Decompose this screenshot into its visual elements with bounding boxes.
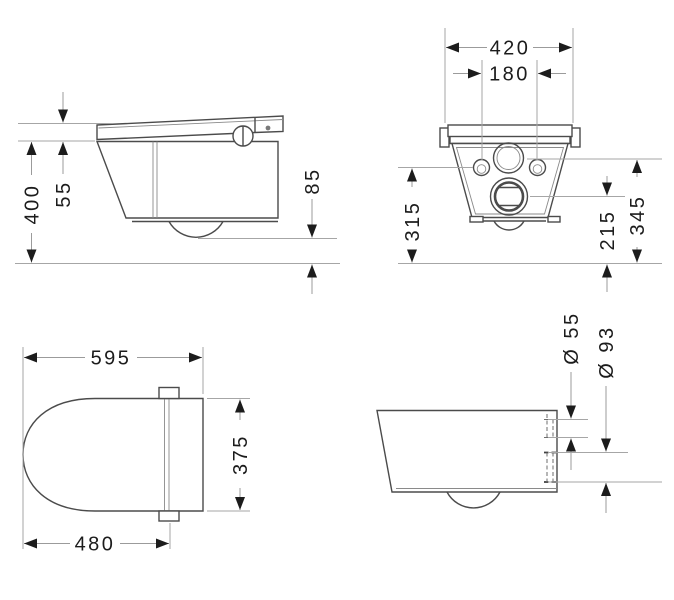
- dim-label-overall-width: 420: [490, 38, 531, 60]
- dim-label-top-width: 375: [230, 434, 252, 475]
- dim-label-inlet-diameter: Ø 55: [561, 311, 583, 364]
- toilet-side-outline: [95, 115, 284, 238]
- inlet-pipe-dashed-vertical: [546, 414, 554, 440]
- dim-label-outlet-diameter: Ø 93: [596, 325, 618, 378]
- fixing-hole-right-inner: [532, 164, 543, 174]
- water-inlet-circle: [492, 142, 525, 174]
- dim-label-seat-front-depth: 480: [75, 534, 116, 556]
- trap-arc-plain: [446, 491, 501, 509]
- connection-dimensions: Ø 55 Ø 93: [548, 311, 662, 513]
- dim-label-trap-clearance: 85: [302, 167, 324, 194]
- seat-ring-joint-line: [152, 141, 158, 218]
- dim-label-overall-depth: 595: [91, 348, 132, 370]
- back-bowl-inner-line: [455, 147, 565, 215]
- dim-label-inlet-height: 345: [627, 195, 649, 236]
- side-view-dimensions: 400 55 85: [15, 92, 340, 294]
- back-left-foot: [469, 215, 484, 223]
- back-right-foot: [547, 215, 561, 223]
- toilet-back-outline: [439, 124, 581, 231]
- view-side-connections: Ø 55 Ø 93: [376, 311, 662, 513]
- top-view-dimensions: 595 375 480: [22, 347, 252, 556]
- water-inlet-inner-circle: [496, 146, 521, 170]
- lid-button-dot: [265, 125, 271, 131]
- seat-edge-left-tab: [439, 127, 450, 148]
- hinge-tab-bottom: [158, 510, 180, 522]
- bowl-body: [95, 140, 279, 219]
- waste-outlet-outer-circle: [489, 177, 529, 216]
- view-side-with-seat: 400 55 85: [15, 92, 340, 294]
- back-view-dimensions: 420 180 315 215 345: [398, 28, 662, 292]
- dim-label-fixing-hole-height: 315: [402, 201, 424, 242]
- back-trap-arc: [493, 220, 525, 231]
- seat-edge-slab: [447, 124, 573, 138]
- seat-plan-outline: [22, 397, 204, 512]
- view-back: 420 180 315 215 345: [398, 28, 662, 292]
- hinge-tab-top: [158, 386, 180, 400]
- fixing-hole-left-inner: [476, 164, 487, 174]
- waste-outlet-ring: [493, 181, 525, 212]
- seat-edge-right-tab: [570, 127, 581, 148]
- dim-label-fixing-hole-spacing: 180: [489, 64, 530, 86]
- lid-top-inner-line: [98, 119, 284, 129]
- dim-label-rim-height: 400: [22, 184, 44, 225]
- dim-label-seat-lid-stack: 55: [53, 180, 75, 207]
- toilet-top-outline: [22, 386, 204, 522]
- back-bowl-trapezoid: [451, 142, 569, 219]
- view-top: 595 375 480: [22, 347, 252, 556]
- outlet-pipe-dashed-verticals: [546, 452, 554, 482]
- trap-arc: [168, 221, 224, 238]
- seat-joint-lines: [164, 398, 170, 511]
- toilet-side-plain-outline: [376, 409, 558, 509]
- waste-outlet-chords: [498, 186, 521, 207]
- bowl-body-plain: [376, 409, 558, 493]
- dim-label-outlet-height: 215: [597, 210, 619, 251]
